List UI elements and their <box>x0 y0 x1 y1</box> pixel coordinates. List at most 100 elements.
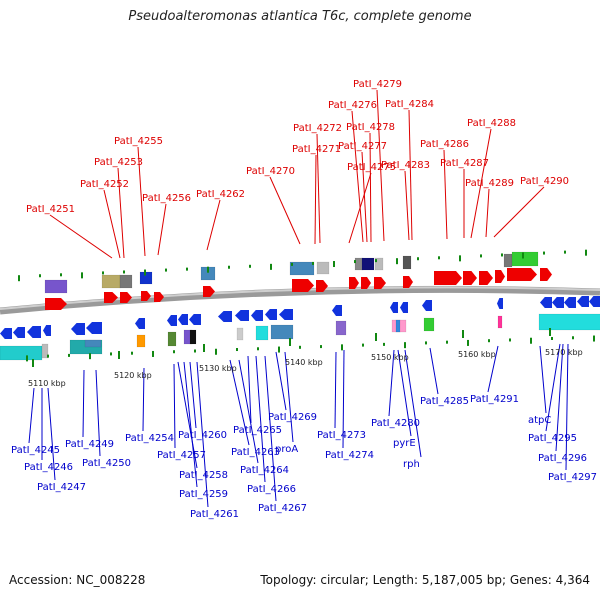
callout-line <box>429 347 439 395</box>
callout-line <box>408 109 413 241</box>
callout-line <box>334 351 337 429</box>
gene-label-top: PatI_4276 <box>328 100 377 111</box>
gene-label-top: PatI_4252 <box>80 179 129 190</box>
gene-label-top: PatI_4270 <box>246 166 295 177</box>
protein-domain-box <box>335 320 347 336</box>
scale-tick <box>118 351 120 359</box>
reverse-gene-arrow <box>135 318 145 329</box>
guide-tick <box>102 271 104 275</box>
gene-label-bottom: PatI_4280 <box>371 418 420 429</box>
callout-line <box>142 367 145 432</box>
gene-label-top: PatI_4255 <box>114 136 163 147</box>
gene-label-top: PatI_4284 <box>385 99 434 110</box>
gene-label-bottom: PatI_4247 <box>37 482 86 493</box>
guide-tick <box>417 257 419 261</box>
callout-line <box>137 146 146 257</box>
gene-label-bottom: PatI_4261 <box>190 509 239 520</box>
guide-tick <box>228 265 230 269</box>
forward-gene-arrow <box>316 280 328 292</box>
guide-tick <box>543 251 545 255</box>
scale-tick <box>375 333 377 341</box>
guide-tick <box>257 347 259 351</box>
gene-label-top: PatI_4272 <box>293 123 342 134</box>
callout-line <box>247 355 252 424</box>
guide-tick <box>459 255 461 262</box>
protein-domain-box <box>136 334 146 348</box>
gene-label-bottom: PatI_4258 <box>179 470 228 481</box>
guide-tick <box>509 338 511 342</box>
reverse-gene-arrow <box>251 310 263 321</box>
callout-line <box>177 361 198 469</box>
callout-line <box>539 345 547 414</box>
forward-gene-arrow <box>463 271 477 285</box>
gene-label-top: PatI_4278 <box>346 122 395 133</box>
callout-line <box>314 154 317 245</box>
reverse-gene-arrow <box>178 314 188 325</box>
protein-domain-box <box>395 319 401 333</box>
guide-tick <box>467 339 469 346</box>
gene-label-top: PatI_4277 <box>338 141 387 152</box>
scale-tick-label: 5170 kbp <box>545 348 583 357</box>
protein-domain-box <box>119 274 133 289</box>
guide-tick <box>333 261 335 268</box>
callout-line <box>275 351 287 411</box>
reverse-gene-arrow <box>189 314 201 325</box>
guide-tick <box>404 342 406 349</box>
gene-label-bottom: PatI_4266 <box>247 484 296 495</box>
guide-tick <box>39 274 41 278</box>
callout-line <box>238 359 259 464</box>
reverse-gene-arrow <box>497 298 503 309</box>
guide-tick <box>152 350 154 357</box>
callout-line <box>95 369 101 457</box>
protein-domain-box <box>101 274 121 289</box>
gene-label-bottom: pyrE <box>393 438 416 449</box>
guide-tick <box>81 272 83 279</box>
forward-gene-arrow <box>361 277 371 289</box>
reverse-gene-arrow <box>0 328 12 339</box>
gene-label-bottom: PatI_4263 <box>231 447 280 458</box>
reverse-gene-arrow <box>279 309 293 320</box>
gene-label-bottom: PatI_4273 <box>317 430 366 441</box>
reverse-gene-arrow <box>400 302 408 313</box>
gene-label-top: PatI_4283 <box>381 160 430 171</box>
scale-tick-label: 5120 kbp <box>114 371 152 380</box>
callout-line <box>183 361 198 488</box>
guide-tick <box>501 253 503 257</box>
guide-tick <box>207 266 209 273</box>
protein-domain-box <box>374 257 384 271</box>
reverse-gene-arrow <box>86 322 102 334</box>
guide-tick <box>522 252 524 259</box>
gene-label-bottom: PatI_4264 <box>240 465 289 476</box>
gene-label-bottom: PatI_4267 <box>258 503 307 514</box>
gene-label-bottom: PatI_4259 <box>179 489 228 500</box>
reverse-gene-arrow <box>332 305 342 316</box>
guide-tick <box>480 254 482 258</box>
callout-line <box>470 128 492 239</box>
gene-label-bottom: rph <box>403 459 420 470</box>
guide-tick <box>47 354 49 358</box>
gene-label-top: PatI_4253 <box>94 157 143 168</box>
callout-line <box>342 349 345 449</box>
protein-domain-box <box>0 345 43 361</box>
callout-line <box>388 349 395 417</box>
callout-line <box>117 167 125 259</box>
callout-line <box>255 355 266 483</box>
reverse-gene-arrow <box>218 311 232 322</box>
callout-line <box>229 359 250 446</box>
protein-domain-box <box>44 279 68 294</box>
callout-line <box>284 351 294 443</box>
forward-gene-arrow <box>434 271 462 285</box>
forward-gene-arrow <box>507 268 537 281</box>
forward-gene-arrow <box>374 277 386 289</box>
forward-gene-arrow <box>104 292 118 303</box>
callout-line <box>157 203 167 256</box>
reverse-gene-arrow <box>167 315 177 326</box>
callout-line <box>82 369 85 438</box>
callout-line <box>173 363 176 449</box>
callout-line <box>545 343 561 432</box>
gene-label-top: PatI_4289 <box>465 178 514 189</box>
reverse-gene-arrow <box>71 323 85 335</box>
scale-tick-label: 5140 kbp <box>285 358 323 367</box>
